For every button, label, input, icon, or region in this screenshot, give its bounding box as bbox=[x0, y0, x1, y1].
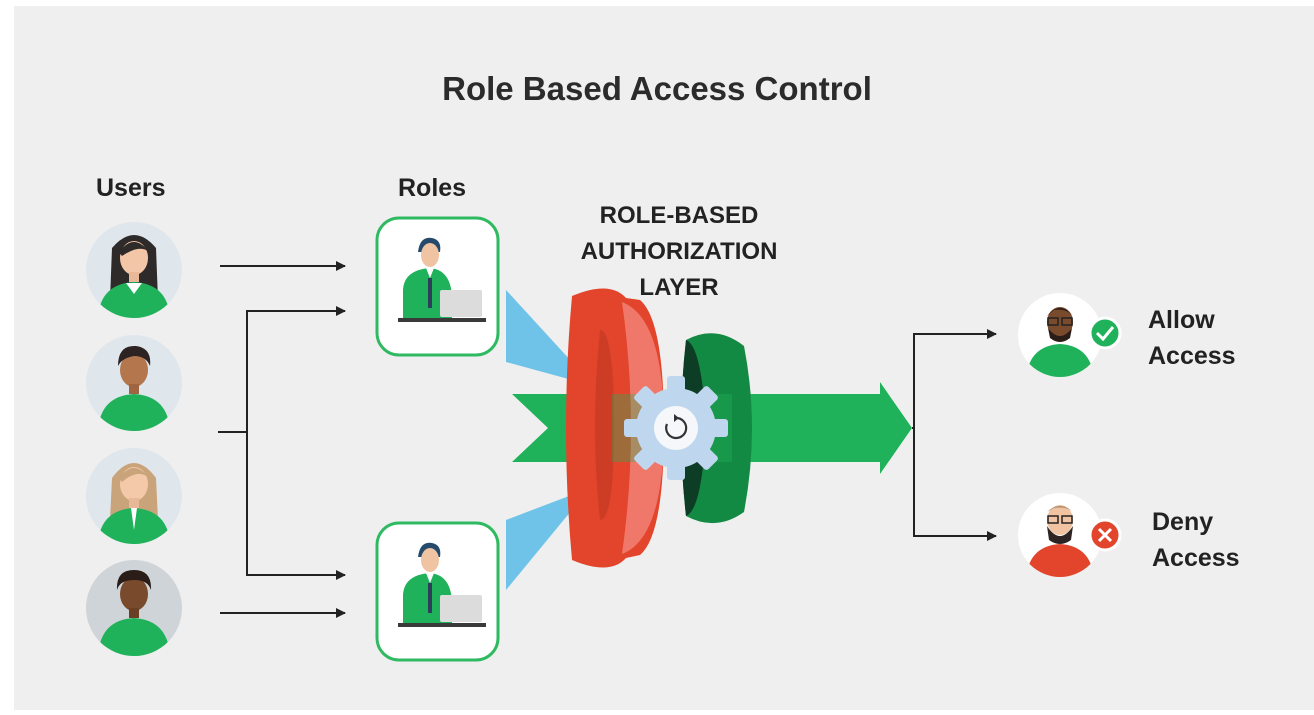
male-user-icon bbox=[98, 345, 170, 431]
female-blonde-user-icon bbox=[98, 463, 170, 544]
user-avatar-1 bbox=[86, 222, 182, 318]
layer-label-line1: ROLE-BASED bbox=[599, 202, 759, 229]
user-avatar-2 bbox=[86, 335, 182, 431]
role-card-2 bbox=[375, 521, 500, 662]
arrow-to-allow bbox=[912, 329, 997, 429]
deny-access-label: Deny Access bbox=[1152, 504, 1240, 576]
deny-avatar bbox=[1018, 493, 1102, 577]
layer-label-line2: AUTHORIZATION bbox=[580, 238, 778, 265]
authorization-layer-label: ROLE-BASED AUTHORIZATION LAYER bbox=[552, 198, 806, 306]
allow-label-line2: Access bbox=[1148, 342, 1236, 370]
role-card-1 bbox=[375, 216, 500, 357]
diagram-title: Role Based Access Control bbox=[442, 70, 872, 107]
outcome-connectors bbox=[912, 329, 997, 541]
arrow-to-deny bbox=[913, 428, 997, 541]
user-avatar-3 bbox=[86, 448, 182, 544]
allow-access-label: Allow Access bbox=[1148, 302, 1236, 374]
role-worker-laptop-icon bbox=[398, 237, 486, 322]
gear-refresh-icon bbox=[624, 376, 728, 480]
layer-label-line3: LAYER bbox=[639, 274, 719, 301]
diagram-background bbox=[14, 6, 1314, 710]
deny-label-line1: Deny bbox=[1152, 508, 1214, 536]
deny-label-line2: Access bbox=[1152, 544, 1240, 572]
users-label: Users bbox=[96, 174, 166, 202]
check-badge-icon bbox=[1088, 316, 1122, 350]
cross-badge-icon bbox=[1088, 518, 1122, 552]
allow-label-line1: Allow bbox=[1148, 306, 1215, 334]
role-worker-laptop-icon bbox=[398, 542, 486, 627]
allow-avatar bbox=[1018, 293, 1102, 377]
arrow-branch-to-role1 bbox=[246, 306, 346, 432]
user-role-connectors bbox=[218, 261, 346, 618]
male-dark-user-icon bbox=[98, 570, 170, 656]
arrow-branch-to-role2 bbox=[246, 432, 346, 580]
female-user-icon bbox=[98, 235, 170, 318]
user-avatar-4 bbox=[86, 560, 182, 656]
roles-label: Roles bbox=[398, 174, 467, 202]
